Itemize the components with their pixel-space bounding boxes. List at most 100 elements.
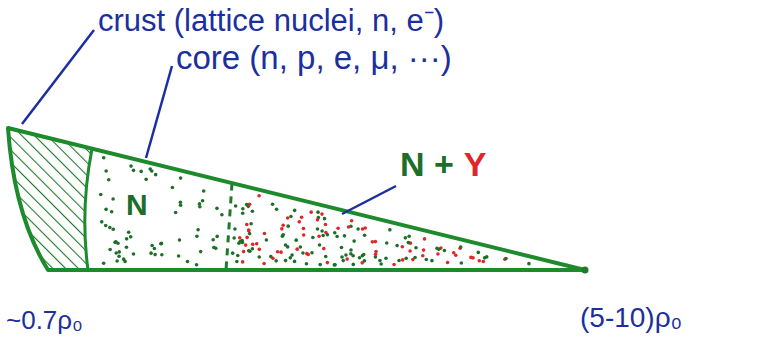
particle-dot xyxy=(108,226,112,230)
density-label: (5-10)ρ₀ xyxy=(580,303,682,334)
particle-dot xyxy=(311,236,315,240)
particle-dot xyxy=(286,216,290,220)
particle-dot xyxy=(351,254,355,258)
particle-dot xyxy=(104,224,108,228)
particle-dot xyxy=(262,262,266,266)
particle-dot xyxy=(333,231,337,235)
particle-dot xyxy=(504,257,508,261)
particle-dot xyxy=(340,246,344,250)
particle-dot xyxy=(198,202,202,206)
particle-dot xyxy=(251,247,255,251)
particle-dot xyxy=(178,238,182,242)
center-point xyxy=(582,267,589,274)
particle-dot xyxy=(316,218,320,222)
particle-dot xyxy=(286,224,290,228)
particle-dot xyxy=(247,249,251,253)
particle-dot xyxy=(271,202,275,206)
particle-dot xyxy=(343,234,347,238)
particle-dot xyxy=(153,247,157,251)
particle-dot xyxy=(305,262,309,266)
particle-dot xyxy=(335,235,339,239)
particle-dot xyxy=(414,246,418,250)
particle-dot xyxy=(160,253,164,257)
density-label: ~0.7ρ₀ xyxy=(6,306,83,335)
particle-dot xyxy=(241,211,245,215)
particle-dot xyxy=(321,234,325,238)
particle-dot xyxy=(149,251,153,255)
particle-dot xyxy=(477,259,481,263)
particle-dot xyxy=(171,186,175,190)
particle-dot xyxy=(378,259,382,263)
particle-dot xyxy=(111,197,115,201)
particle-dot xyxy=(324,255,328,259)
particle-dot xyxy=(437,247,441,251)
particle-dot xyxy=(424,258,428,262)
particle-dot xyxy=(242,250,246,254)
particle-dot xyxy=(231,251,235,255)
particle-dot xyxy=(159,242,163,246)
particle-dot xyxy=(108,248,112,252)
particle-dot xyxy=(361,227,365,231)
particle-dot xyxy=(116,241,120,245)
particle-dot xyxy=(316,210,320,214)
particle-dot xyxy=(413,256,417,260)
particle-dot xyxy=(115,259,119,263)
leader-line xyxy=(22,30,94,124)
particle-dot xyxy=(286,245,290,249)
particle-dot xyxy=(275,207,279,211)
region-label: N + xyxy=(400,146,454,183)
particle-dot xyxy=(317,234,321,238)
particle-dot xyxy=(160,242,164,246)
particle-dot xyxy=(177,254,181,258)
particle-dot xyxy=(179,203,183,207)
particle-dot xyxy=(199,250,203,254)
particle-dot xyxy=(114,251,118,255)
particle-dot xyxy=(144,178,148,182)
particle-dot xyxy=(347,225,351,229)
particle-dot xyxy=(371,240,375,244)
particle-dot xyxy=(234,204,238,208)
particle-dot xyxy=(220,213,224,217)
particle-dot xyxy=(215,207,219,211)
particle-dot xyxy=(443,249,447,253)
leader-line xyxy=(342,186,396,214)
particle-dot xyxy=(300,215,304,219)
particle-dot xyxy=(336,227,340,231)
particle-dot xyxy=(258,248,262,252)
particle-dot xyxy=(350,219,354,223)
particle-dot xyxy=(301,251,305,255)
particle-dot xyxy=(294,238,298,242)
particle-dot xyxy=(299,245,303,249)
particle-dot xyxy=(233,227,237,231)
particle-dot xyxy=(111,227,115,231)
particle-dot xyxy=(139,170,143,174)
particle-dot xyxy=(104,208,108,212)
particle-dot xyxy=(241,260,245,264)
particle-dot xyxy=(257,194,261,198)
particle-dot xyxy=(374,240,378,244)
particle-dot xyxy=(153,253,157,257)
particle-dot xyxy=(454,253,458,257)
particle-dot xyxy=(340,255,344,259)
particle-dot xyxy=(379,262,383,266)
particle-dot xyxy=(281,234,285,238)
particle-dot xyxy=(255,242,259,246)
particle-dot xyxy=(279,250,283,254)
particle-dot xyxy=(201,199,205,203)
particle-dot xyxy=(174,211,178,215)
particle-dot xyxy=(397,259,401,263)
particle-dot xyxy=(239,239,243,243)
particle-dot xyxy=(102,261,106,265)
particle-dot xyxy=(179,176,183,180)
particle-dot xyxy=(247,228,251,232)
particle-dot xyxy=(326,261,330,265)
particle-dot xyxy=(148,167,152,171)
particle-dot xyxy=(245,223,249,227)
particle-dot xyxy=(129,164,133,168)
particle-dot xyxy=(232,236,236,240)
particle-dot xyxy=(117,254,121,258)
particle-dot xyxy=(196,228,200,232)
particle-dot xyxy=(245,203,249,207)
particle-dot xyxy=(446,261,450,265)
